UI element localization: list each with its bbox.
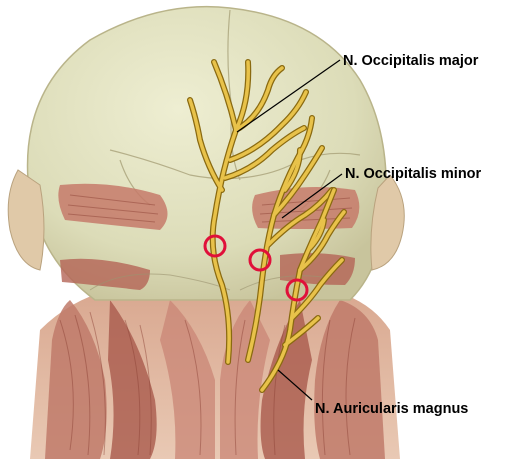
label-occipitalis-major: N. Occipitalis major xyxy=(343,53,479,69)
label-occipitalis-minor: N. Occipitalis minor xyxy=(345,166,482,182)
label-auricularis-magnus: N. Auricularis magnus xyxy=(315,401,468,417)
neck xyxy=(30,290,400,459)
